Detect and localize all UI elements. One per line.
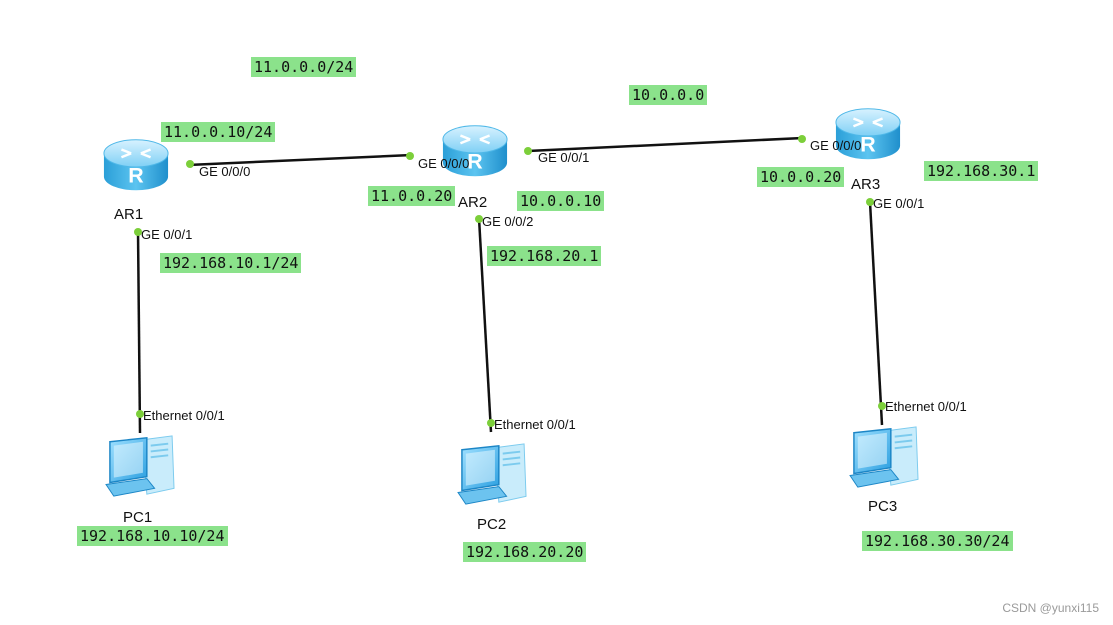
port-dot (136, 410, 144, 418)
port-dot (487, 419, 495, 427)
ip-label-net-11: 11.0.0.0/24 (251, 57, 357, 77)
port-dot (475, 215, 483, 223)
port-dot (878, 402, 886, 410)
ip-label-pc1: 192.168.10.10/24 (77, 526, 228, 546)
iface-ar2-ge000: GE 0/0/0 (418, 156, 469, 171)
device-name-pc2: PC2 (477, 516, 506, 533)
link-ar1-pc1 (136, 230, 142, 434)
device-name-ar1: AR1 (114, 206, 143, 223)
port-dot (406, 152, 414, 160)
link-ar3-pc3 (868, 201, 884, 426)
iface-pc2-eth: Ethernet 0/0/1 (494, 417, 576, 432)
link-ar1-ar2 (187, 153, 413, 167)
port-dot (866, 198, 874, 206)
port-dots (134, 135, 886, 427)
iface-ar2-ge002: GE 0/0/2 (482, 214, 533, 229)
links (136, 136, 884, 434)
port-dot (186, 160, 194, 168)
iface-ar3-ge001: GE 0/0/1 (873, 196, 924, 211)
device-name-pc3: PC3 (868, 498, 897, 515)
ip-label-pc2: 192.168.20.20 (463, 542, 587, 562)
device-name-ar3: AR3 (851, 176, 880, 193)
iface-ar2-ge001: GE 0/0/1 (538, 150, 589, 165)
ip-label-net-10: 10.0.0.0 (629, 85, 708, 105)
ip-label-ar2-ge000: 11.0.0.20 (368, 186, 456, 206)
pc-icon[interactable] (457, 442, 528, 506)
router-icon[interactable] (102, 138, 170, 192)
iface-ar1-ge000: GE 0/0/0 (199, 164, 250, 179)
port-dot (524, 147, 532, 155)
iface-pc3-eth: Ethernet 0/0/1 (885, 399, 967, 414)
device-name-pc1: PC1 (123, 509, 152, 526)
device-name-ar2: AR2 (458, 194, 487, 211)
port-dot (798, 135, 806, 143)
ip-label-pc3: 192.168.30.30/24 (862, 531, 1013, 551)
ip-label-ar3-ge000: 10.0.0.20 (757, 167, 845, 187)
ip-label-ar1-ge001: 192.168.10.1/24 (160, 253, 302, 273)
watermark: CSDN @yunxi115 (1002, 601, 1099, 615)
iface-ar1-ge001: GE 0/0/1 (141, 227, 192, 242)
ip-label-ar2-ge002: 192.168.20.1 (487, 246, 602, 266)
iface-ar3-ge000: GE 0/0/0 (810, 138, 861, 153)
pc-icon[interactable] (849, 425, 920, 489)
link-ar2-pc2 (477, 217, 493, 433)
link-ar2-ar3 (527, 136, 804, 153)
iface-pc1-eth: Ethernet 0/0/1 (143, 408, 225, 423)
ip-label-ar3-ge001: 192.168.30.1 (924, 161, 1039, 181)
ip-label-ar1-ge000: 11.0.0.10/24 (161, 122, 276, 142)
port-dot (134, 228, 142, 236)
pc-icon[interactable] (105, 434, 176, 498)
ip-label-ar2-ge001: 10.0.0.10 (517, 191, 605, 211)
